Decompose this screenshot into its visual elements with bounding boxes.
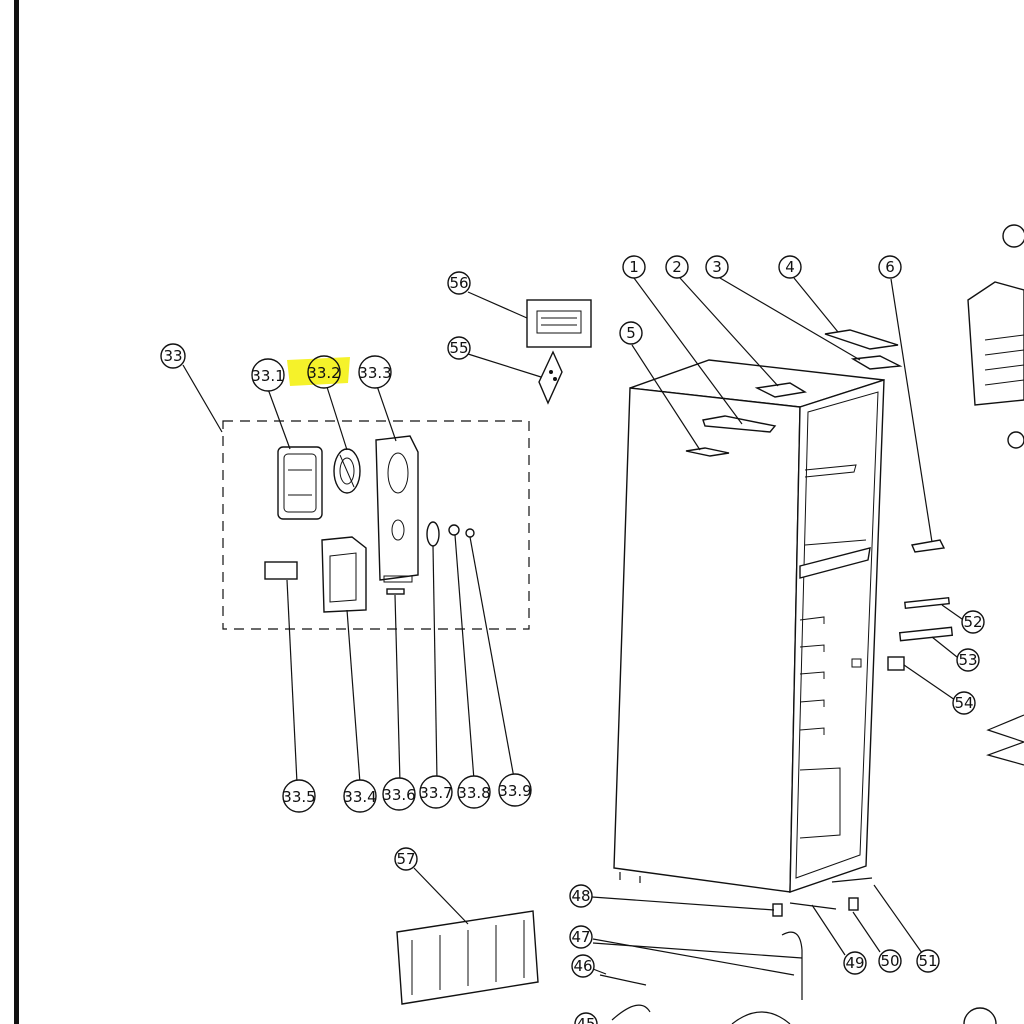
svg-text:46: 46 [573,957,592,975]
svg-text:2: 2 [672,258,682,276]
callout-56: 56 [447,271,471,295]
callout-33-3: 33.3 [358,355,392,389]
part-45-hook [611,1004,651,1021]
callout-33-7: 33.7 [419,775,453,809]
callout-33-6: 33.6 [382,777,416,811]
svg-text:6: 6 [885,258,895,276]
part-33-5-cover [264,561,298,580]
part-4-top-hinge [824,329,899,350]
callout-4: 4 [778,255,802,279]
svg-text:51: 51 [918,952,937,970]
svg-text:57: 57 [396,850,415,868]
part-56-label-plate [526,299,592,348]
page-left-border [14,0,19,1024]
svg-text:33.3: 33.3 [358,364,391,382]
svg-text:3: 3 [712,258,722,276]
callout-3: 3 [705,255,729,279]
callout-5: 5 [619,321,643,345]
callout-33-2-highlight [287,357,350,386]
svg-text:48: 48 [571,887,590,905]
svg-text:33: 33 [163,347,182,365]
part-33-7-knob [426,521,440,547]
part-51-rod [831,877,873,883]
part-54-clip [887,656,905,671]
svg-text:1: 1 [629,258,639,276]
callout-55: 55 [447,336,471,360]
svg-text:50: 50 [880,952,899,970]
callout-46: 46 [571,954,595,978]
callout-partial-top-right [1002,224,1024,248]
svg-text:33.8: 33.8 [457,784,490,802]
condenser-fragment [967,281,1024,406]
callout-33-5: 33.5 [282,779,316,813]
bottom-part-fragment [731,1011,791,1024]
assembly-33-group-box [222,420,530,630]
part-33-9-ring [465,528,475,538]
callout-50: 50 [878,949,902,973]
callout-6: 6 [878,255,902,279]
callout-47: 47 [569,925,593,949]
callout-2: 2 [665,255,689,279]
part-33-6-strip [386,588,405,595]
part-50-foot [848,897,859,911]
svg-text:45: 45 [576,1015,595,1024]
part-52-strip [904,596,950,610]
svg-text:4: 4 [785,258,795,276]
refrigerator-cabinet [613,359,885,893]
callout-33: 33 [160,343,186,369]
callout-33-9: 33.9 [498,773,532,807]
callout-33-2: 33.2 [307,355,341,389]
svg-text:33.4: 33.4 [343,788,376,806]
svg-text:5: 5 [626,324,636,342]
callout-partial-right [1007,431,1024,449]
part-53-grille [898,626,954,642]
svg-text:33.5: 33.5 [282,788,315,806]
part-46-wire [599,974,647,986]
svg-text:53: 53 [958,651,977,669]
svg-text:55: 55 [449,339,468,357]
callout-53: 53 [956,648,980,672]
part-47-sensor [781,931,803,1000]
callout-1: 1 [622,255,646,279]
svg-text:33.1: 33.1 [251,367,284,385]
svg-text:33.6: 33.6 [382,786,415,804]
callout-partial-bottom-right [963,1007,997,1024]
callout-54: 54 [952,691,976,715]
part-1-hinge-cover [702,415,777,433]
part-6-bracket [911,539,946,553]
svg-text:33.9: 33.9 [498,782,531,800]
callout-48: 48 [569,884,593,908]
part-2-top-cover [754,382,807,398]
svg-text:52: 52 [963,613,982,631]
part-55-sticker [538,350,563,405]
callout-45: 45 [574,1012,598,1024]
part-33-2-fan-motor [333,448,361,494]
callout-33-1: 33.1 [251,358,285,392]
callout-51: 51 [916,949,940,973]
svg-text:49: 49 [845,954,864,972]
svg-text:54: 54 [954,694,973,712]
svg-text:56: 56 [449,274,468,292]
part-33-1-shroud [277,446,323,520]
callout-52: 52 [961,610,985,634]
leader-lines [182,277,963,976]
svg-text:33.2: 33.2 [307,364,340,382]
spring-fragment [986,714,1024,766]
callout-57: 57 [394,847,418,871]
svg-text:33.7: 33.7 [419,784,452,802]
part-33-3-air-duct [375,435,419,583]
part-33-4-housing [321,536,367,613]
part-3-top-plate [850,355,903,370]
callout-49: 49 [843,951,867,975]
callout-33-8: 33.8 [457,775,491,809]
part-33-8-bushing [448,524,460,536]
callout-33-4: 33.4 [343,779,377,813]
part-57-grille [396,910,539,1005]
part-48-foot [772,903,783,917]
svg-text:47: 47 [571,928,590,946]
